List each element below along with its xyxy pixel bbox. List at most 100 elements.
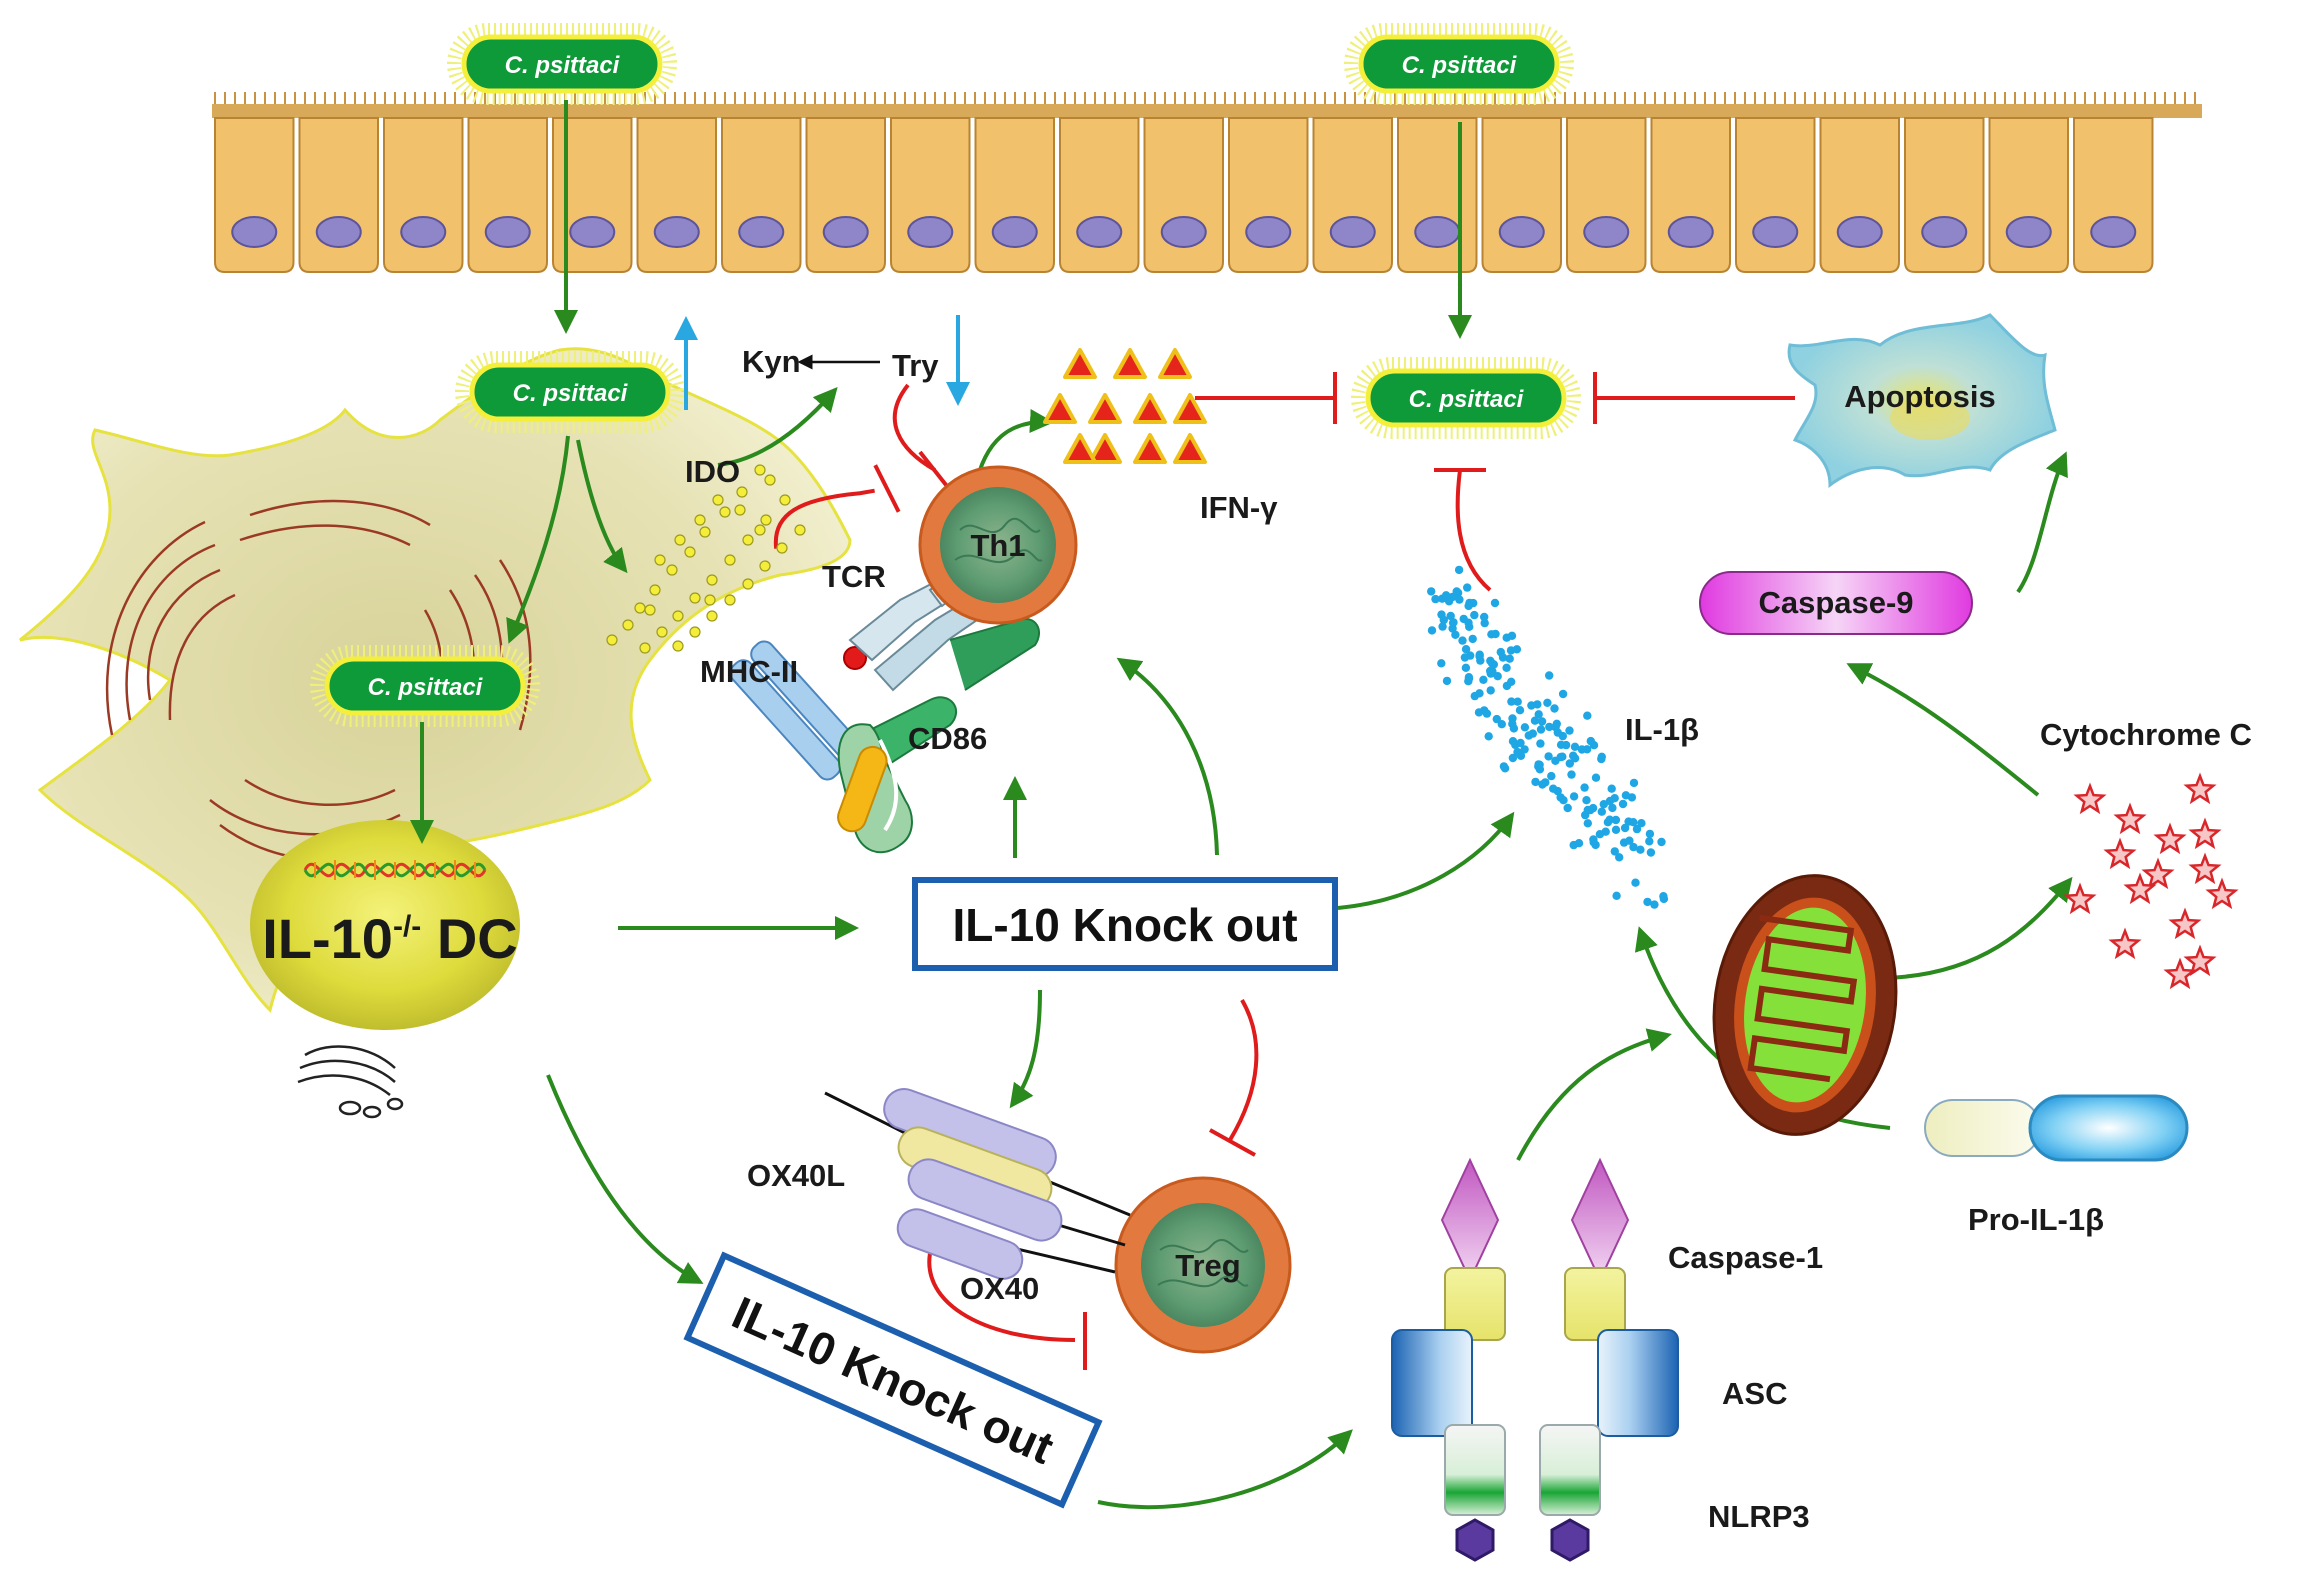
- arrow-dc-to-knockout-lower: [546, 1074, 704, 1284]
- il-1b-dot: [1625, 836, 1634, 845]
- inhibit-apoptosis-to-bacterium: [1593, 372, 1795, 424]
- il-1b-dot: [1621, 791, 1631, 800]
- il-1b-dot: [1646, 848, 1656, 857]
- il-1b-dot: [1567, 770, 1576, 779]
- il-1b-dot: [1446, 611, 1455, 621]
- il-1b-dot: [1455, 595, 1464, 604]
- cytochrome-c-star: [2073, 782, 2107, 815]
- epithelial-cell: [890, 117, 971, 273]
- ido-dot: [724, 594, 736, 606]
- cytochrome-c-star: [2188, 817, 2222, 850]
- il-1b-dot: [1545, 722, 1554, 732]
- cytochrome-c-star: [2063, 882, 2097, 915]
- il-1b-dot: [1583, 711, 1592, 720]
- epithelial-nucleus: [1836, 216, 1883, 248]
- ifn-gamma-triangle: [1173, 433, 1207, 464]
- arrow-knockout-to-inflammasome: [1097, 1429, 1353, 1510]
- c-psittaci-bacterium: C. psittaci: [1344, 23, 1574, 105]
- arrow-inflammasome-to-mitochondrion: [1516, 1028, 1672, 1161]
- il-1b-dot: [1659, 892, 1668, 901]
- cytochrome-c-star: [2183, 944, 2217, 977]
- cytochrome-c-star: [2103, 837, 2137, 870]
- il-1b-dot: [1492, 714, 1502, 724]
- golgi-apparatus: [297, 1045, 404, 1119]
- ido-dot: [672, 640, 684, 652]
- ido-dot: [724, 554, 736, 566]
- epithelial-cell: [1904, 117, 1985, 273]
- treg-cell: Treg: [1114, 1176, 1292, 1354]
- arrow-knockout-to-th1: [1116, 657, 1219, 856]
- arrow-caspase9-to-apoptosis: [2016, 451, 2068, 594]
- il-1b-dot: [1534, 760, 1543, 769]
- ido-dot: [712, 494, 724, 506]
- il-1b-dot: [1570, 742, 1580, 751]
- ifn-gamma-triangle: [1113, 348, 1147, 379]
- epithelial-nucleus: [1329, 216, 1376, 248]
- ido-dot: [699, 526, 711, 538]
- il-1b-dot: [1552, 719, 1562, 728]
- ox40-label: OX40: [960, 1271, 1039, 1306]
- caspase-9-label: Caspase-9: [1758, 585, 1913, 620]
- il-1b-dot: [1597, 807, 1607, 816]
- asc-domain: [1597, 1329, 1679, 1437]
- ido-dot: [666, 564, 678, 576]
- ido-dot: [754, 464, 766, 476]
- epithelial-nucleus: [1498, 216, 1545, 248]
- il-1b-dot: [1444, 597, 1454, 606]
- arrow-mitochondrion-to-cytochrome: [1884, 876, 2073, 980]
- il-1b-dot: [1650, 900, 1659, 909]
- ifn-gamma-triangle: [1063, 348, 1097, 379]
- cytochrome-c-star: [2168, 907, 2202, 940]
- il-1b-dot: [1556, 752, 1565, 762]
- il-1b-dot: [1508, 753, 1518, 763]
- il-1b-dot: [1537, 717, 1547, 726]
- arrow-bacterium-to-dc: [506, 435, 570, 644]
- ido-dot: [684, 546, 696, 558]
- ido-dot: [674, 534, 686, 546]
- il-1b-dot: [1505, 654, 1514, 663]
- kyn-label: Kyn: [742, 344, 801, 379]
- il-1b-dot: [1536, 725, 1546, 734]
- ido-dot: [689, 626, 701, 638]
- epithelial-cell: [1650, 117, 1731, 273]
- ifn-gamma-triangle: [1088, 433, 1122, 464]
- il-1b-dot: [1439, 615, 1449, 625]
- il-1b-dot: [1507, 697, 1516, 706]
- il-1b-dot: [1605, 815, 1614, 824]
- il-1b-dot: [1499, 762, 1509, 771]
- ido-dot: [634, 602, 646, 614]
- il-1b-dot: [1643, 897, 1652, 907]
- apoptosis-label: Apoptosis: [1844, 379, 1996, 414]
- il-1b-dot: [1620, 823, 1630, 833]
- epithelial-nucleus: [1245, 216, 1292, 248]
- il-1b-dot: [1464, 601, 1473, 611]
- cytochrome-c-molecules: [2063, 772, 2239, 990]
- nlrp3-domain: [1539, 1424, 1601, 1516]
- cytochrome-c-star: [2141, 857, 2175, 890]
- arrow-ido-to-kyn: [717, 386, 838, 467]
- il-1b-dot: [1611, 825, 1621, 834]
- ido-dot: [706, 610, 718, 622]
- ido-dot: [622, 619, 634, 631]
- dc-label: IL-10-/- DC: [262, 907, 517, 970]
- epithelial-nucleus: [315, 216, 362, 248]
- caspase-1-label: Caspase-1: [1668, 1240, 1823, 1275]
- epithelial-nucleus: [1921, 216, 1968, 248]
- il-1b-dot: [1475, 652, 1484, 661]
- il-1b-dot: [1482, 709, 1492, 718]
- cytochrome-c-star: [2163, 957, 2197, 990]
- antigen-peptide: [843, 646, 867, 670]
- epithelial-nucleus: [1752, 216, 1799, 248]
- il-1b-dot: [1458, 636, 1467, 645]
- il-1b-label: IL-1β: [1625, 712, 1699, 747]
- il-1b-dot: [1463, 583, 1472, 592]
- il-1b-dot: [1597, 752, 1607, 761]
- il-1b-dot: [1543, 698, 1552, 707]
- il-1b-dot: [1498, 653, 1508, 662]
- mhc-ii-molecule: [729, 640, 863, 781]
- c-psittaci-bacterium: C. psittaci: [455, 351, 685, 433]
- svg-text:C. psittaci: C. psittaci: [513, 380, 629, 407]
- th1-label: Th1: [970, 528, 1025, 563]
- inhibit-try-to-th1: [892, 383, 952, 492]
- ido-dot: [794, 524, 806, 536]
